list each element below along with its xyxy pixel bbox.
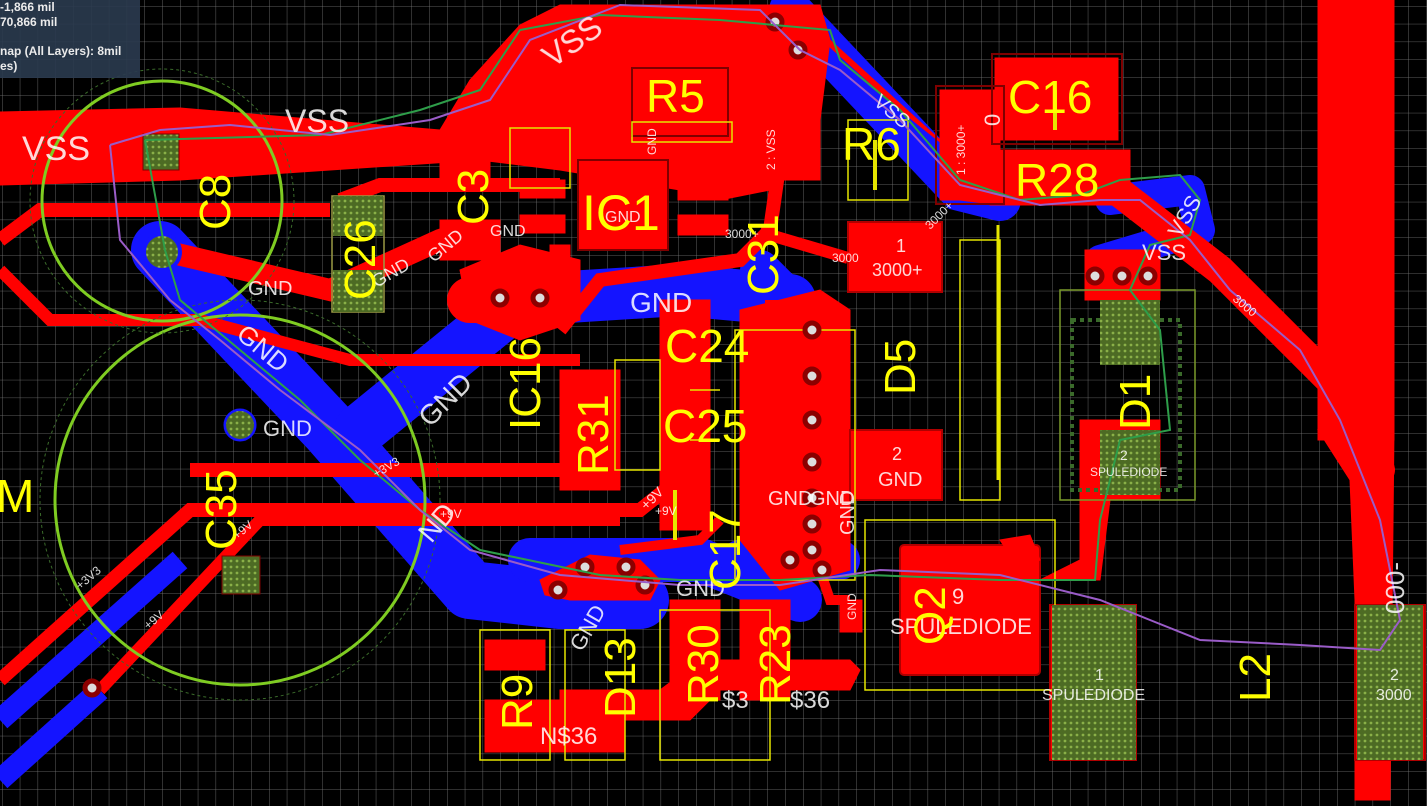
net-label-gnd: GND (837, 491, 859, 535)
designator-r9: R9 (493, 674, 542, 730)
designator-r31: R31 (569, 394, 618, 475)
silkscreen-layer (479, 90, 1196, 761)
designator-ic1: IC1 (582, 185, 660, 241)
net-label-ns3: $3 (722, 687, 749, 714)
net-label-3000p: 3000+ (725, 227, 759, 241)
net-label-spulediode: SPULEDIODE (890, 614, 1032, 639)
designator-c16: C16 (1008, 71, 1092, 123)
net-label-gnd: GND (645, 128, 659, 155)
designator-c26: C26 (336, 219, 385, 300)
designator-c3: C3 (449, 169, 498, 225)
designator-c8: C8 (191, 174, 240, 230)
net-label-gnd: GND (845, 593, 859, 620)
vias (82, 12, 1158, 698)
designator-r30: R30 (679, 624, 728, 705)
designator-c35: C35 (197, 469, 246, 550)
net-label-gnd: GND (263, 416, 312, 441)
net-label-spulediode: SPULEDIODE (1042, 687, 1145, 704)
net-label-gnd: GND (810, 488, 854, 510)
designator-m: M (0, 470, 34, 522)
designator-d1: D1 (1111, 374, 1160, 430)
net-label-gnd: GND (768, 488, 812, 510)
net-label-3000-neg: 000- (1380, 562, 1410, 614)
designator-d5: D5 (876, 339, 925, 395)
net-label-3000: 3000 (1376, 687, 1412, 704)
coordinate-info-panel: -1,866 mil 70,866 mil nap (All Layers): … (0, 0, 140, 78)
net-label-gnd: GND (878, 469, 922, 491)
pad-number: 2 (1390, 667, 1399, 684)
designator-c17: C17 (701, 509, 750, 590)
designator-ic16: IC16 (501, 337, 550, 430)
coordinate-y: 70,866 mil (0, 15, 58, 29)
net-label-3000: 3000 (832, 251, 859, 265)
net-label-gnd: GND (630, 287, 692, 318)
snap-setting: nap (All Layers): 8mil (0, 44, 122, 58)
pad-outlines (577, 53, 1123, 251)
designator-l2: L2 (1231, 653, 1280, 702)
net-label-ns36: N$36 (540, 723, 597, 750)
net-label-9v: +9V (440, 507, 462, 521)
designator-r5: R5 (646, 70, 705, 122)
designator-d13: D13 (596, 637, 645, 718)
net-label-vss: VSS (22, 130, 90, 168)
net-label-s36: $36 (790, 687, 830, 714)
pad-number-fragment: 0 (980, 114, 1005, 126)
net-label-vss: VSS (1142, 240, 1186, 265)
net-label-gnd: GND (248, 278, 292, 300)
designator-c31: C31 (739, 214, 788, 295)
designator-c24: C24 (665, 320, 749, 372)
net-label-gnd: GND (490, 223, 526, 240)
ratsnest (109, 3, 1402, 652)
net-label-9v: +9V (655, 504, 677, 518)
pad-number: 1 (896, 236, 906, 256)
designator-r23: R23 (751, 624, 800, 705)
snap-setting-suffix: es) (0, 59, 18, 73)
designator-r6: R6 (842, 118, 901, 170)
net-label-pin-1-3000p: 1 : 3000+ (954, 125, 968, 175)
pad-number: 2 (892, 444, 902, 464)
component-designators: R5 C16 R6 R28 IC1 C3 C8 C26 C31 IC16 C24… (0, 70, 1280, 730)
designator-r28: R28 (1015, 154, 1099, 206)
pad-number: 2 (1120, 447, 1128, 463)
pad-number: 9 (952, 584, 964, 609)
coordinate-x: -1,866 mil (0, 0, 55, 14)
net-label-spulediode: SPULEDIODE (1090, 465, 1167, 479)
designator-q2: Q2 (906, 586, 955, 645)
net-label-gnd: GND (605, 209, 641, 226)
pad-number: 1 (1095, 667, 1104, 684)
designator-c25: C25 (663, 400, 747, 452)
net-label-3000p: 3000+ (872, 260, 923, 280)
net-label-pin-2-vss: 2 : VSS (764, 129, 778, 170)
net-label-vss: VSS (285, 103, 349, 139)
net-label-gnd: GND (676, 576, 725, 601)
